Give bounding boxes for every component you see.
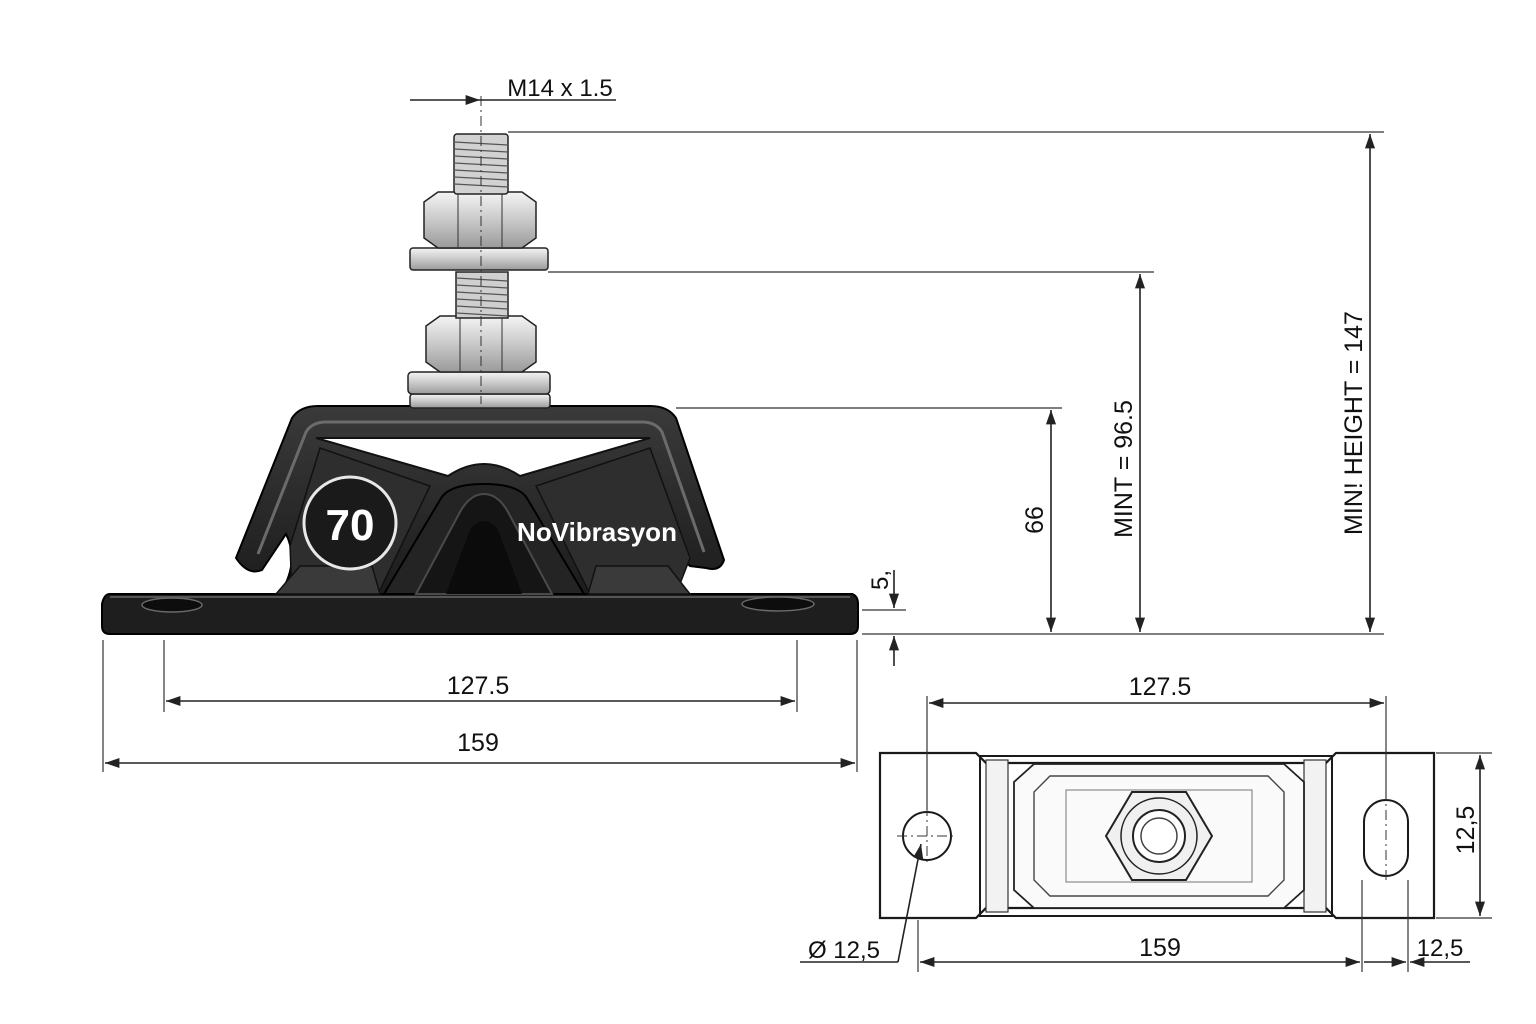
thread-dimension: M14 x 1.5 [410, 75, 616, 106]
thread-label: M14 x 1.5 [507, 75, 612, 102]
top-view: 127.5 12,5 159 12,5 Ø 12,5 [800, 673, 1492, 972]
min-height-label: MIN! HEIGHT = 147 [1340, 311, 1368, 535]
base-thickness-dimension: 5, [867, 570, 900, 666]
front-overall-length-dimension: 159 [105, 729, 855, 769]
min-height-dimension: MIN! HEIGHT = 147 [1340, 134, 1376, 632]
hardness-badge-label: 70 [326, 501, 375, 550]
base-plate [101, 593, 859, 635]
body-height-dimension: 66 [1021, 410, 1057, 632]
front-view: 70 NoVibrasyon [101, 75, 1384, 772]
top-overall-length-dimension: 159 [920, 934, 1360, 968]
brand-label: NoVibrasyon [517, 517, 677, 547]
top-width-dimension: 12,5 [1452, 755, 1486, 916]
top-width-label: 12,5 [1452, 806, 1480, 855]
base-thickness-label: 5, [867, 570, 894, 590]
base-washer [409, 393, 551, 409]
left-mounting-hole [141, 597, 203, 613]
upper-washer [409, 247, 549, 271]
top-overall-length-label: 159 [1139, 934, 1181, 962]
hole-diameter-label: Ø 12,5 [808, 937, 880, 964]
top-hole-spacing-dimension: 127.5 [929, 673, 1384, 709]
body-height-label: 66 [1021, 506, 1049, 534]
front-overall-length-label: 159 [457, 729, 499, 757]
front-hole-spacing-label: 127.5 [447, 672, 510, 700]
threaded-stud-assembly [407, 96, 551, 409]
slot-width-label: 12,5 [1417, 935, 1464, 962]
top-hole-spacing-label: 127.5 [1129, 673, 1192, 701]
mint-dimension: MINT = 96.5 [1110, 274, 1146, 632]
right-mounting-hole [741, 596, 815, 612]
front-hole-spacing-dimension: 127.5 [166, 672, 795, 707]
slot-width-dimension: 12,5 [1364, 935, 1470, 968]
upper-nut [423, 191, 537, 249]
hole-diameter-dimension: Ø 12,5 [800, 843, 924, 964]
mint-label: MINT = 96.5 [1110, 400, 1138, 538]
rubber-body: 70 NoVibrasyon [234, 405, 726, 595]
hardness-badge [302, 475, 398, 571]
